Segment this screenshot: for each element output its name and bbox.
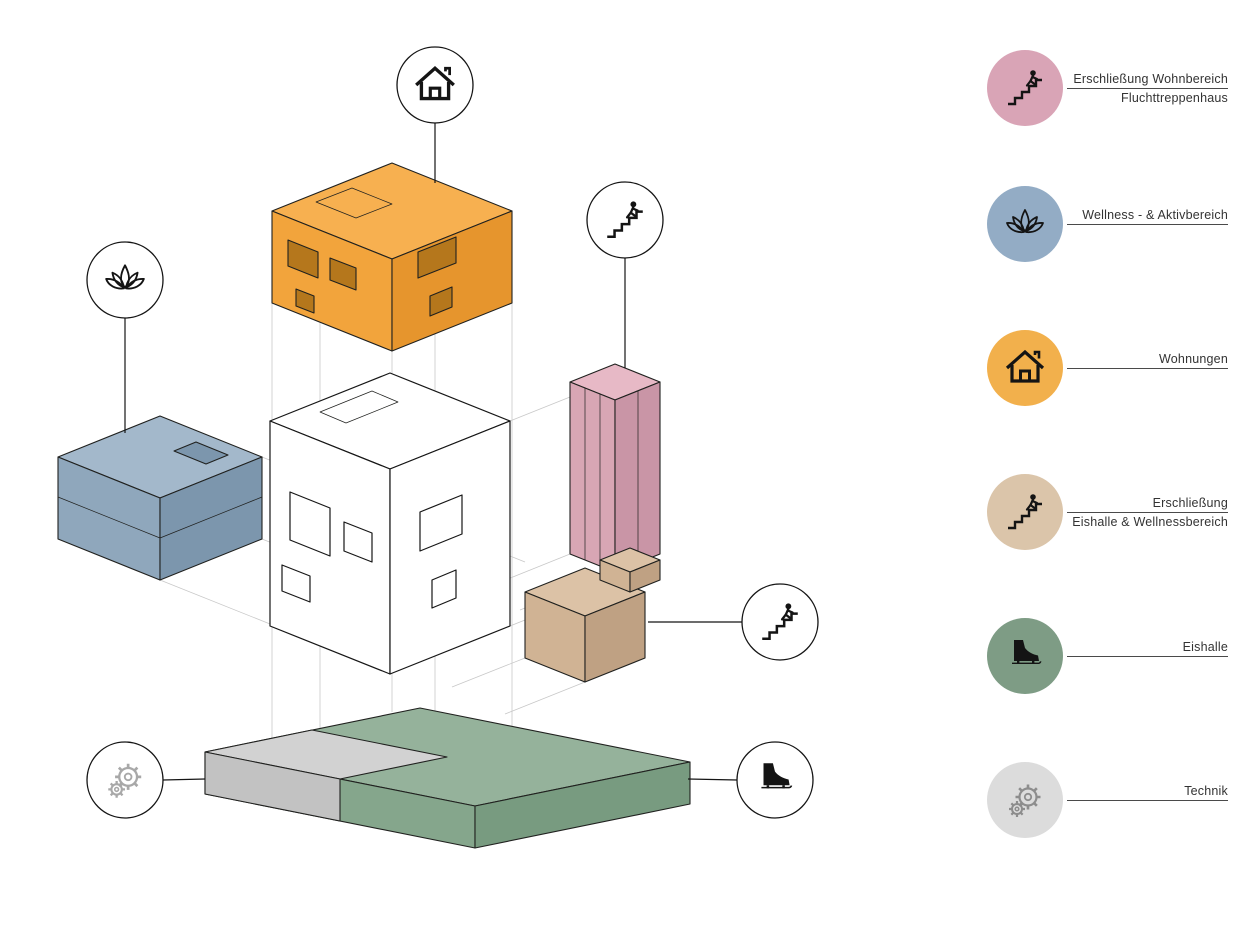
callout-circle <box>396 46 474 124</box>
legend-connector-line <box>1067 656 1228 657</box>
block-gebaeude-wireframe <box>269 372 511 675</box>
callout-circle <box>86 741 164 819</box>
block-erschliessung-wohnbereich <box>569 363 661 573</box>
callout-circle <box>741 583 819 661</box>
callout-eishalle <box>687 741 814 819</box>
block-erschliessung-eishalle <box>524 547 661 683</box>
legend-connector-line <box>1067 88 1228 89</box>
legend-label-primary: Erschließung Wohnbereich <box>1073 72 1228 86</box>
legend-item-erschliessung-eishalle: Erschließung Eishalle & Wellnessbereich <box>987 474 1230 550</box>
legend-badge <box>987 330 1063 406</box>
legend-connector-line <box>1067 224 1228 225</box>
legend-label-primary: Eishalle <box>1182 640 1228 654</box>
legend-label-primary: Erschließung <box>1152 496 1228 510</box>
callout-wohnungen <box>396 46 474 183</box>
callout-circle <box>86 241 164 319</box>
block-technik <box>204 729 448 822</box>
legend-label-primary: Technik <box>1184 784 1228 798</box>
legend-label-secondary: Eishalle & Wellnessbereich <box>1072 515 1228 529</box>
legend-badge <box>987 618 1063 694</box>
block-wellness <box>57 415 263 581</box>
legend-label-primary: Wellness - & Aktivbereich <box>1082 208 1228 222</box>
legend-badge <box>987 50 1063 126</box>
exploded-axonometric-drawing <box>57 46 819 849</box>
legend-badge <box>987 762 1063 838</box>
callout-erschliessung-wohnbereich <box>586 181 664 368</box>
callout-erschliessung-eishalle <box>648 583 819 661</box>
legend-label-secondary: Fluchttreppenhaus <box>1121 91 1228 105</box>
legend-connector-line <box>1067 512 1228 513</box>
block-wohnungen <box>271 162 513 352</box>
callout-line <box>687 778 738 781</box>
callout-technik <box>86 741 206 819</box>
legend-badge <box>987 474 1063 550</box>
legend-item-eishalle: Eishalle <box>987 618 1230 694</box>
legend-item-wellness: Wellness - & Aktivbereich <box>987 186 1230 262</box>
legend-item-erschliessung-wohnbereich: Erschließung Wohnbereich Fluchttreppenha… <box>987 50 1230 126</box>
legend-badge <box>987 186 1063 262</box>
legend-item-technik: Technik <box>987 762 1230 838</box>
callout-wellness <box>86 241 164 433</box>
callout-line <box>162 778 206 781</box>
legend-item-wohnungen: Wohnungen <box>987 330 1230 406</box>
callout-circle <box>586 181 664 259</box>
legend: Erschließung Wohnbereich Fluchttreppenha… <box>987 0 1230 938</box>
legend-connector-line <box>1067 368 1228 369</box>
legend-connector-line <box>1067 800 1228 801</box>
legend-label-primary: Wohnungen <box>1159 352 1228 366</box>
